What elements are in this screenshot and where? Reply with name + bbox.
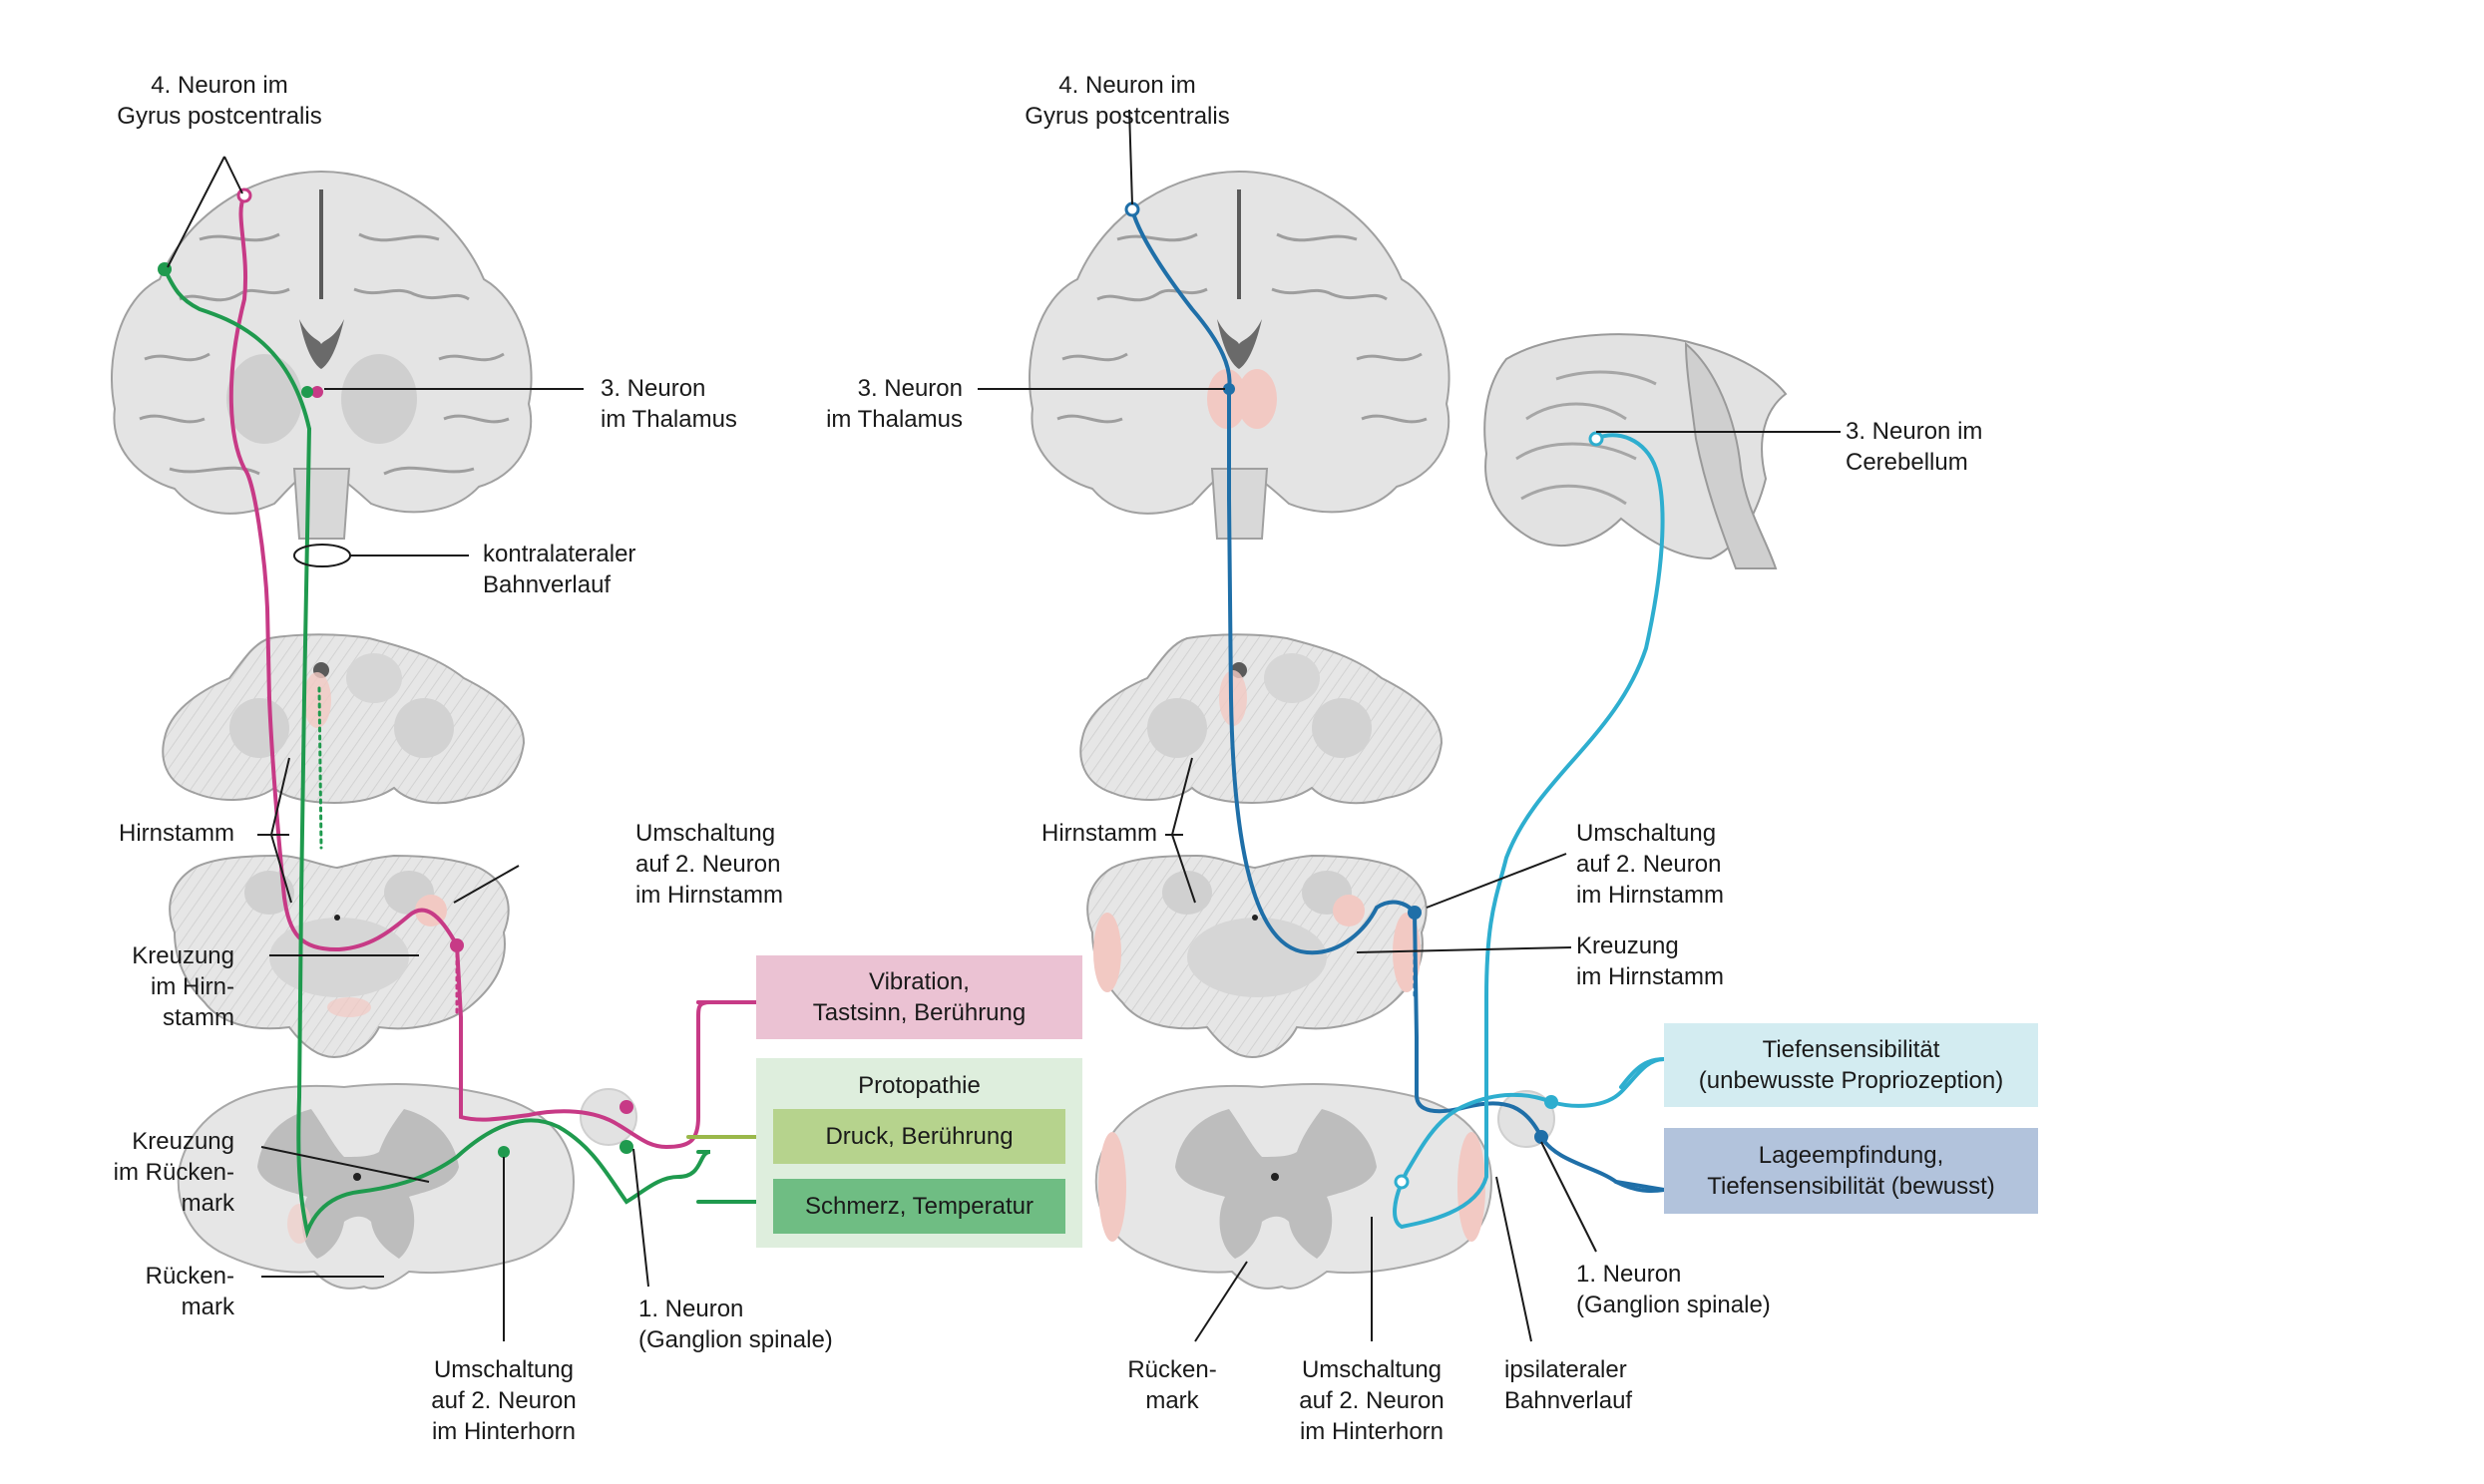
left-rueckenmark-line2: mark [181, 1294, 234, 1320]
right-neuron1-label: 1. Neuron (Ganglion spinale) [1576, 1259, 1771, 1320]
right-ipsilateral-line1: ipsilateraler [1504, 1356, 1627, 1383]
left-umschaltung-hinterhorn-line2: auf 2. Neuron [431, 1387, 577, 1414]
left-umschaltung-hinterhorn-line3: im Hinterhorn [431, 1418, 577, 1445]
right-neuron3-line2: im Thalamus [826, 406, 963, 433]
right-neuron4-label: 4. Neuron im Gyrus postcentralis [1008, 70, 1247, 132]
right-ipsilateral-line2: Bahnverlauf [1504, 1387, 1633, 1414]
box-protopathie-title: Protopathie [858, 1072, 981, 1099]
right-neuron4-line2: Gyrus postcentralis [1025, 103, 1230, 130]
right-umschaltung-hinterhorn-line2: auf 2. Neuron [1299, 1387, 1445, 1414]
right-umschaltung-hinterhorn-line1: Umschaltung [1301, 1356, 1443, 1383]
left-brain-coronal [111, 170, 533, 540]
left-kontralateral-label: kontralateraler Bahnverlauf [483, 539, 635, 600]
left-rueckenmark-label: Rücken- mark [60, 1261, 234, 1322]
right-ipsilateral-label: ipsilateraler Bahnverlauf [1504, 1354, 1632, 1416]
left-kreuzung-hirnstamm-line1: Kreuzung [132, 942, 234, 969]
right-neuron3-label: 3. Neuron im Thalamus [788, 373, 963, 435]
left-kontralateral-line2: Bahnverlauf [483, 571, 612, 598]
left-neuron1-line2: (Ganglion spinale) [638, 1326, 833, 1353]
left-umschaltung-hirnstamm-line3: im Hirnstamm [635, 882, 783, 909]
left-kreuzung-rueckenmark-line1: Kreuzung [132, 1128, 234, 1155]
left-neuron4-label: 4. Neuron im Gyrus postcentralis [100, 70, 339, 132]
box-druck: Druck, Berührung [773, 1109, 1065, 1164]
left-hirnstamm-label: Hirnstamm [60, 818, 234, 849]
box-tiefen-unbewusst-line1: Tiefensensibilität [1762, 1036, 1940, 1063]
box-schmerz-text: Schmerz, Temperatur [805, 1193, 1034, 1220]
box-lage-bewusst-line2: Tiefensensibilität (bewusst) [1707, 1173, 1995, 1200]
right-neuron4-line1: 4. Neuron im [1058, 72, 1196, 99]
box-vibration-line2: Tastsinn, Berührung [812, 999, 1027, 1026]
right-kreuzung-hirnstamm-line2: im Hirnstamm [1576, 963, 1724, 990]
left-umschaltung-hirnstamm-line1: Umschaltung [635, 820, 776, 847]
right-umschaltung-hirnstamm-line1: Umschaltung [1576, 820, 1717, 847]
right-cerebellum-line1: 3. Neuron im [1846, 418, 1983, 445]
right-neuron1-line2: (Ganglion spinale) [1576, 1292, 1771, 1318]
right-brainstem-upper [1079, 633, 1444, 805]
left-kreuzung-rueckenmark-label: Kreuzung im Rücken- mark [60, 1126, 234, 1219]
right-pathway-dark-blue [1124, 201, 1666, 1193]
box-lage-bewusst-line1: Lageempfindung, [1758, 1142, 1944, 1169]
right-kreuzung-hirnstamm-label: Kreuzung im Hirnstamm [1576, 930, 1724, 992]
left-umschaltung-hirnstamm-label: Umschaltung auf 2. Neuron im Hirnstamm [635, 818, 783, 911]
box-schmerz: Schmerz, Temperatur [773, 1179, 1065, 1234]
left-kreuzung-hirnstamm-label: Kreuzung im Hirn- stamm [60, 940, 234, 1033]
leader-lines [167, 109, 1841, 1342]
right-umschaltung-hirnstamm-line3: im Hirnstamm [1576, 882, 1724, 909]
left-kreuzung-rueckenmark-line3: mark [181, 1190, 234, 1217]
right-cerebellum [1483, 333, 1788, 569]
left-neuron1-line1: 1. Neuron [638, 1296, 744, 1322]
box-vibration: Vibration, Tastsinn, Berührung [756, 955, 1082, 1039]
right-kreuzung-hirnstamm-line1: Kreuzung [1576, 932, 1679, 959]
right-cerebellum-label: 3. Neuron im Cerebellum [1846, 416, 1982, 478]
left-neuron1-label: 1. Neuron (Ganglion spinale) [638, 1294, 833, 1355]
right-brainstem-lower [1086, 854, 1428, 1059]
left-kontralateral-line1: kontralateraler [483, 541, 636, 567]
box-druck-text: Druck, Berührung [825, 1123, 1014, 1150]
left-neuron3-line2: im Thalamus [601, 406, 737, 433]
right-brain-coronal [1029, 170, 1450, 540]
right-umschaltung-hirnstamm-label: Umschaltung auf 2. Neuron im Hirnstamm [1576, 818, 1724, 911]
left-neuron4-line2: Gyrus postcentralis [117, 103, 322, 130]
left-neuron3-label: 3. Neuron im Thalamus [601, 373, 737, 435]
left-umschaltung-hinterhorn-label: Umschaltung auf 2. Neuron im Hinterhorn [414, 1354, 594, 1447]
left-brainstem-upper [162, 633, 526, 805]
left-neuron4-line1: 4. Neuron im [151, 72, 288, 99]
right-spinal-cord [1094, 1083, 1555, 1290]
box-tiefen-unbewusst-line2: (unbewusste Propriozeption) [1698, 1067, 2004, 1094]
right-neuron1-line1: 1. Neuron [1576, 1261, 1682, 1288]
left-neuron3-line1: 3. Neuron [601, 375, 706, 402]
left-umschaltung-hinterhorn-line1: Umschaltung [433, 1356, 575, 1383]
right-pathway-cyan [1393, 431, 1666, 1230]
right-umschaltung-hirnstamm-line2: auf 2. Neuron [1576, 851, 1722, 878]
right-rueckenmark-line1: Rücken- [1127, 1356, 1217, 1383]
left-umschaltung-hirnstamm-line2: auf 2. Neuron [635, 851, 781, 878]
box-vibration-line1: Vibration, [869, 968, 970, 995]
right-rueckenmark-line2: mark [1145, 1387, 1199, 1414]
right-hirnstamm-text: Hirnstamm [1040, 820, 1157, 847]
right-hirnstamm-label: Hirnstamm [983, 818, 1157, 849]
right-rueckenmark-label: Rücken- mark [1117, 1354, 1227, 1416]
left-spinal-cord [177, 1083, 637, 1290]
right-umschaltung-hinterhorn-label: Umschaltung auf 2. Neuron im Hinterhorn [1282, 1354, 1461, 1447]
left-rueckenmark-line1: Rücken- [145, 1263, 234, 1290]
left-kreuzung-rueckenmark-line2: im Rücken- [113, 1159, 234, 1186]
box-lageempfindung-bewusst: Lageempfindung, Tiefensensibilität (bewu… [1664, 1128, 2038, 1214]
right-cerebellum-line2: Cerebellum [1846, 449, 1968, 476]
left-kreuzung-hirnstamm-line3: stamm [163, 1004, 234, 1031]
box-tiefensensibilitaet-unbewusst: Tiefensensibilität (unbewusste Proprioze… [1664, 1023, 2038, 1107]
left-kreuzung-hirnstamm-line2: im Hirn- [151, 973, 234, 1000]
right-neuron3-line1: 3. Neuron [857, 375, 963, 402]
left-pathway-dorsal-column [228, 187, 711, 1150]
right-umschaltung-hinterhorn-line3: im Hinterhorn [1299, 1418, 1445, 1445]
left-hirnstamm-text: Hirnstamm [118, 820, 234, 847]
